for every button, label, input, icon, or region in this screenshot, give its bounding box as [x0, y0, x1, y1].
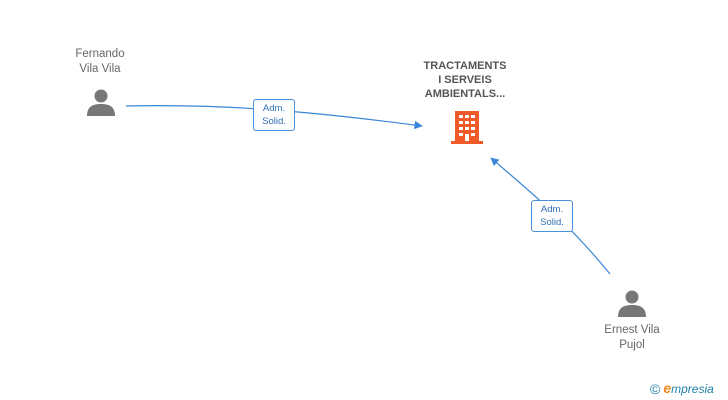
company-name-line: TRACTAMENTS	[423, 60, 507, 72]
empresia-logo[interactable]: ©empresia	[650, 380, 728, 398]
person-label[interactable]: Fernando Vila Vila	[60, 47, 140, 77]
relationship-badge[interactable]: Adm. Solid.	[531, 200, 573, 232]
person-name-line: Fernando	[75, 48, 125, 60]
brand-name: mpresia	[671, 382, 714, 396]
person-label[interactable]: Ernest Vila Pujol	[588, 323, 676, 353]
company-name-line: I SERVEIS	[438, 74, 492, 86]
person-icon[interactable]	[618, 290, 646, 318]
badge-line: Adm.	[262, 103, 286, 114]
company-label[interactable]: TRACTAMENTS I SERVEIS AMBIENTALS...	[410, 59, 520, 101]
building-icon[interactable]	[451, 111, 483, 144]
person-name-line: Vila Vila	[79, 63, 121, 75]
company-name-line: AMBIENTALS...	[424, 88, 506, 100]
copyright-icon: ©	[650, 381, 661, 397]
badge-line: Solid.	[262, 116, 286, 127]
badge-line: Adm.	[540, 204, 564, 215]
brand-initial: e	[663, 380, 672, 396]
relationship-badge[interactable]: Adm. Solid.	[253, 99, 295, 131]
badge-line: Solid.	[540, 217, 564, 228]
person-icon[interactable]	[87, 89, 115, 117]
person-name-line: Pujol	[619, 339, 645, 351]
person-name-line: Ernest Vila	[604, 324, 660, 336]
